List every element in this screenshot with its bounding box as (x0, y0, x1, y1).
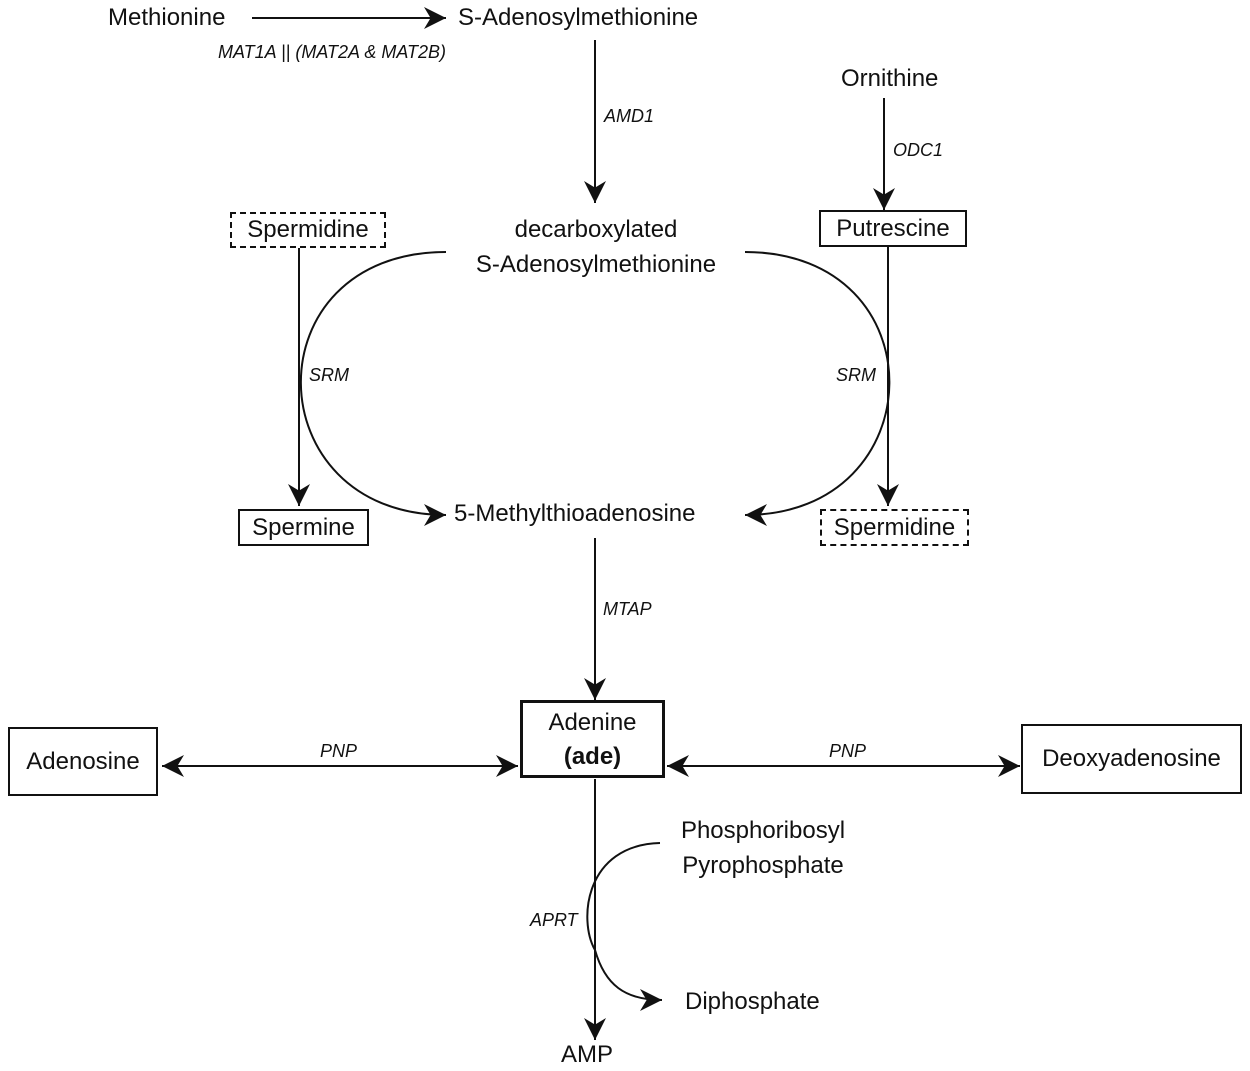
metabolite-adenine: Adenine (548, 709, 637, 736)
metabolite-dcsam-line1: decarboxylated (514, 216, 678, 243)
enzyme-mat: MAT1A || (MAT2A & MAT2B) (218, 42, 447, 62)
metabolite-putrescine: Putrescine (819, 210, 967, 247)
metabolite-s-adenosylmethionine: S-Adenosylmethionine (458, 4, 699, 31)
enzyme-srm-right: SRM (836, 365, 876, 385)
metabolite-adenine-box: Adenine (ade) (520, 700, 665, 778)
metabolite-adenine-abbrev: (ade) (563, 743, 622, 770)
metabolite-prpp-line2: Pyrophosphate (682, 852, 844, 879)
metabolite-methionine: Methionine (108, 4, 226, 31)
metabolite-spermine: Spermine (238, 509, 369, 546)
curve-srm-left (299, 251, 447, 526)
curve-srm-right (744, 251, 891, 526)
metabolite-amp: AMP (561, 1041, 614, 1068)
metabolite-spermidine-left: Spermidine (230, 212, 386, 248)
curve-aprt (586, 842, 663, 1011)
enzyme-pnp-right: PNP (829, 741, 867, 761)
enzyme-amd1: AMD1 (604, 106, 655, 126)
enzyme-srm-left: SRM (309, 365, 349, 385)
metabolite-dcsam-line2: S-Adenosylmethionine (475, 251, 717, 278)
metabolite-5-methylthioadenosine: 5-Methylthioadenosine (454, 500, 696, 527)
metabolite-deoxyadenosine: Deoxyadenosine (1021, 724, 1242, 794)
metabolite-prpp-line1: Phosphoribosyl (680, 817, 846, 844)
metabolite-diphosphate: Diphosphate (685, 988, 820, 1015)
enzyme-aprt: APRT (530, 910, 578, 930)
metabolite-adenosine: Adenosine (8, 727, 158, 796)
enzyme-odc1: ODC1 (893, 140, 944, 160)
metabolite-spermidine-right: Spermidine (820, 509, 969, 546)
enzyme-mtap: MTAP (603, 599, 652, 619)
enzyme-pnp-left: PNP (320, 741, 358, 761)
metabolite-ornithine: Ornithine (841, 65, 939, 92)
